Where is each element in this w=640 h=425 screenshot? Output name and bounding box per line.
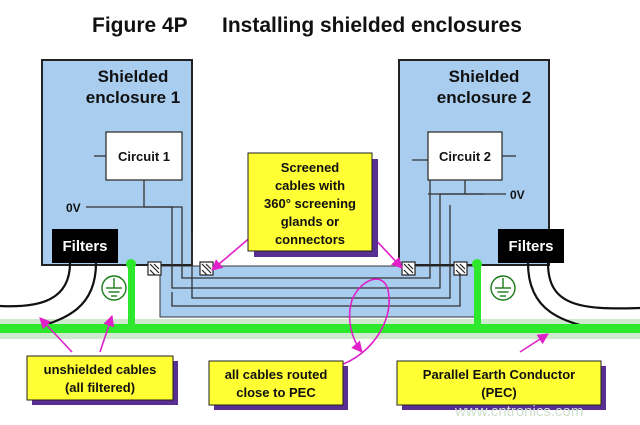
watermark: www.cntronics.com bbox=[454, 403, 583, 420]
callout-pec-line: (PEC) bbox=[481, 385, 516, 400]
zero-volt-label-2: 0V bbox=[510, 188, 525, 202]
enclosure-1-title-line1: Shielded bbox=[98, 67, 169, 86]
zero-volt-label-1: 0V bbox=[66, 201, 81, 215]
callout-pec-line: Parallel Earth Conductor bbox=[423, 367, 575, 382]
callout-screened-line: Screened bbox=[281, 160, 340, 175]
callout-screened bbox=[247, 152, 373, 252]
filters-block-1 bbox=[52, 229, 118, 263]
bond-point-left bbox=[126, 259, 136, 269]
pec-drop-left bbox=[128, 264, 135, 326]
callout-screened-line: glands or bbox=[281, 214, 340, 229]
callout-unshielded-line: (all filtered) bbox=[65, 380, 135, 395]
arrow-routed-loop bbox=[329, 278, 390, 369]
figure-title: Installing shielded enclosures bbox=[222, 14, 522, 37]
figure-number: Figure 4P bbox=[92, 14, 188, 37]
callout-unshielded bbox=[26, 355, 174, 401]
bond-point-right bbox=[472, 259, 482, 269]
callout-unshielded-line: unshielded cables bbox=[44, 362, 157, 377]
callout-screened-line: 360° screening bbox=[264, 196, 356, 211]
filters-label-2: Filters bbox=[508, 238, 553, 255]
arrow-to-gland-left bbox=[211, 235, 253, 271]
callout-routed-line: all cables routed bbox=[225, 367, 328, 382]
cable-glands bbox=[147, 261, 468, 276]
callout-screened-line: cables with bbox=[275, 178, 345, 193]
arrow-to-pec bbox=[519, 333, 549, 353]
earth-symbol-icon bbox=[490, 275, 516, 301]
parallel-earth-conductor bbox=[0, 324, 640, 333]
pec-drop-right bbox=[474, 264, 481, 326]
filters-block-2 bbox=[498, 229, 564, 263]
enclosure-2-title-line1: Shielded bbox=[449, 67, 520, 86]
callout-routed-line: close to PEC bbox=[236, 385, 316, 400]
enclosure-2-title-line2: enclosure 2 bbox=[437, 88, 532, 107]
earth-symbol-icon bbox=[101, 275, 127, 301]
enclosure-1-title-line2: enclosure 1 bbox=[86, 88, 181, 107]
callout-pec bbox=[396, 360, 602, 406]
callout-routed bbox=[208, 360, 344, 406]
arrow-to-cable-left bbox=[39, 317, 73, 353]
arrow-to-cable-left-2 bbox=[99, 314, 115, 353]
circuit-2-label: Circuit 2 bbox=[439, 149, 491, 164]
circuit-1-label: Circuit 1 bbox=[118, 149, 170, 164]
filters-label-1: Filters bbox=[62, 238, 107, 255]
callout-screened-line: connectors bbox=[275, 232, 345, 247]
circuit-1-box bbox=[105, 131, 183, 181]
